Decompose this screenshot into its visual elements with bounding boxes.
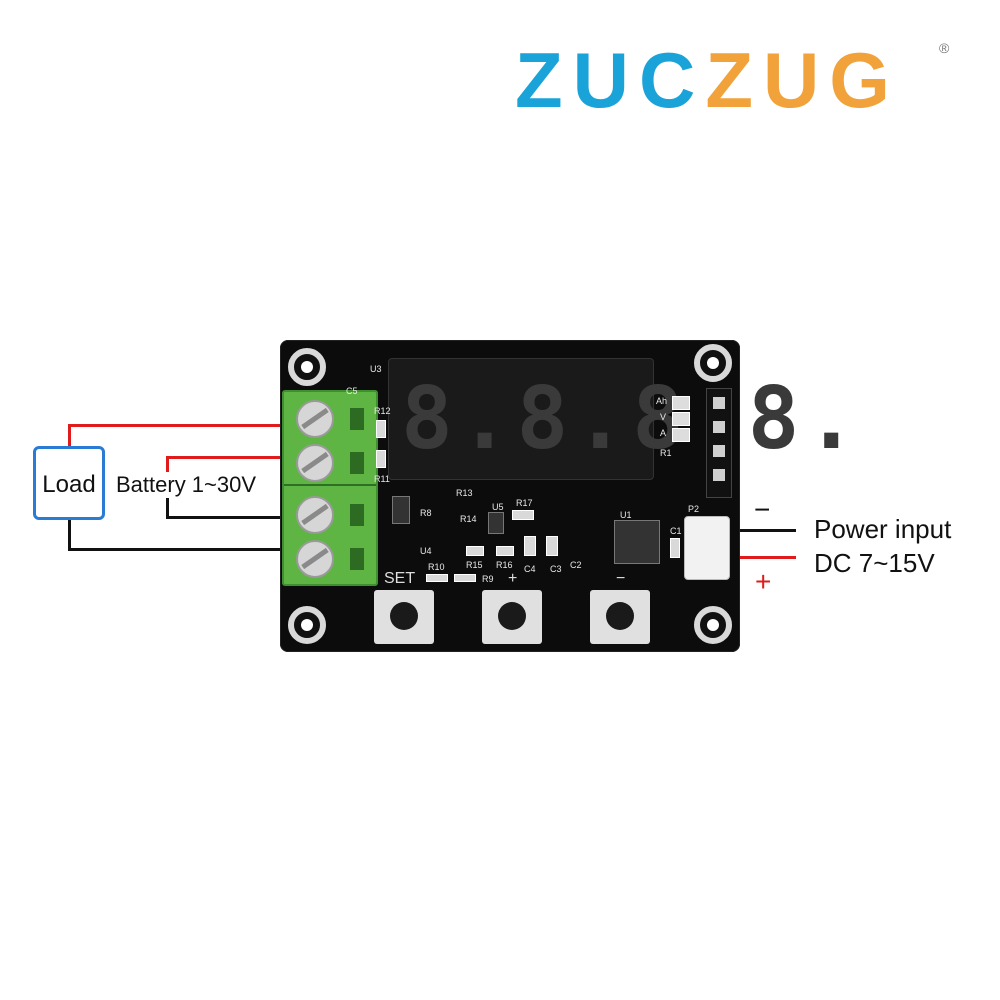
mount-hole-bottom-left [288,606,326,644]
resistor-r8 [392,496,410,524]
label-ah: Ah [656,396,668,406]
terminal-slot-1 [350,408,364,430]
minus-button[interactable] [582,590,658,644]
label-set: SET [384,570,416,587]
label-plus: + [508,570,518,587]
label-r14: R14 [460,514,477,524]
label-r17: R17 [516,498,533,508]
label-p2: P2 [688,504,700,514]
resistor-r15 [466,546,484,556]
battery-positive-wire-vertical [166,456,169,472]
terminal-slot-3 [350,504,364,526]
ic-u5 [488,512,504,534]
power-minus-sign: − [754,494,771,525]
pin-header [706,388,732,498]
capacitor-c1 [670,538,680,558]
power-connector [684,516,730,580]
label-c4: C4 [524,564,536,574]
terminal-screw-3 [296,496,334,534]
label-r9: R9 [482,574,494,584]
resistor-r16 [496,546,514,556]
label-r16: R16 [496,560,513,570]
logo-wordmark: ZUCZUG [515,40,900,120]
pcb-board: 8.8.8.8. U3 C5 R12 R11 R13 R8 R14 U5 R1 [280,340,857,652]
resistor-r11 [376,450,386,468]
label-u1: U1 [620,510,632,520]
seven-segment-display: 8.8.8.8. [388,358,857,480]
label-r1: R1 [660,448,672,458]
load-negative-wire-horizontal [68,548,300,551]
label-v: V [660,412,667,422]
load-positive-wire-vertical [68,424,71,448]
label-r8: R8 [420,508,432,518]
resistor-r17 [512,510,534,520]
label-r13: R13 [456,488,473,498]
mount-hole-top-left [288,348,326,386]
power-input-label: Power input [814,514,952,544]
set-button[interactable] [366,590,442,644]
plus-button-cap[interactable] [498,602,526,630]
label-minus: − [616,570,626,587]
battery-positive-wire-horizontal [166,456,300,459]
label-c3: C3 [550,564,562,574]
header-pin-1 [713,397,725,409]
registered-mark: ® [939,40,950,56]
battery-negative-wire-horizontal [166,516,300,519]
regulator-u1 [614,520,660,564]
battery-negative-wire-vertical [166,498,169,518]
set-button-cap[interactable] [390,602,418,630]
terminal-slot-2 [350,452,364,474]
label-r11: R11 [374,474,390,484]
terminal-slot-4 [350,548,364,570]
load-label: Load [42,471,96,498]
label-c2: C2 [570,560,582,570]
capacitor-c4 [524,536,536,556]
led-a [672,428,690,442]
minus-button-cap[interactable] [606,602,634,630]
label-a: A [660,428,667,438]
resistor-r10 [426,574,448,582]
header-pin-4 [713,469,725,481]
battery-label: Battery 1~30V [116,472,257,497]
terminal-screw-4 [296,540,334,578]
display-digits: 8.8.8.8. [401,369,864,469]
label-c1: C1 [670,526,682,536]
label-r10: R10 [428,562,445,572]
led-ah [672,396,690,410]
label-r15: R15 [466,560,483,570]
load-box: Load [33,446,105,520]
load-positive-wire-horizontal [68,424,300,427]
led-v [672,412,690,426]
resistor-r12 [376,420,386,438]
brand-logo: ZUCZUG ® [515,40,955,120]
terminal-divider [284,484,376,486]
header-pin-3 [713,445,725,457]
logo-text-zuc: ZUC [515,36,706,124]
header-pin-2 [713,421,725,433]
mount-hole-top-right [694,344,732,382]
plus-button[interactable] [474,590,550,644]
power-plus-sign: + [755,566,772,597]
label-r12: R12 [374,406,391,416]
label-u3: U3 [370,364,382,374]
terminal-screw-1 [296,400,334,438]
mount-hole-bottom-right [694,606,732,644]
power-positive-wire [740,556,796,559]
dc-range-label: DC 7~15V [814,548,935,578]
label-u5: U5 [492,502,504,512]
logo-text-zug: ZUG [705,36,900,124]
label-u4: U4 [420,546,432,556]
capacitor-c3 [546,536,558,556]
power-negative-wire [740,529,796,532]
load-negative-wire-vertical [68,518,71,550]
label-c5: C5 [346,386,358,396]
screw-terminal-block [282,390,378,586]
terminal-screw-2 [296,444,334,482]
resistor-r9 [454,574,476,582]
